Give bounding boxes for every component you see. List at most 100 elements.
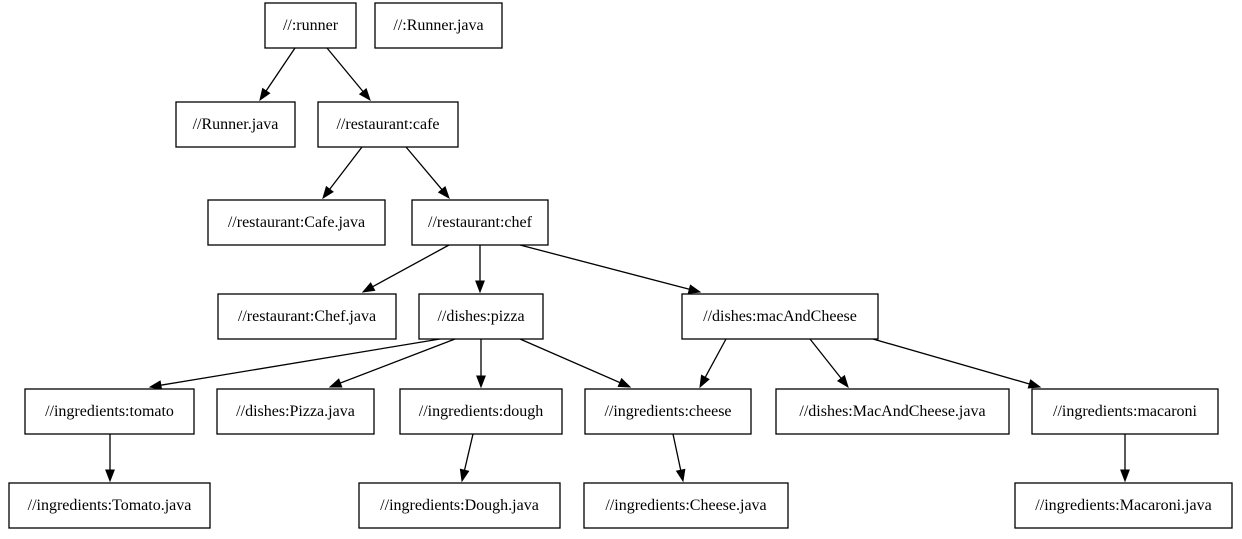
edge-arrowhead-icon xyxy=(328,378,343,388)
graph-edge xyxy=(519,244,702,294)
edge-arrowhead-icon xyxy=(617,377,632,388)
graph-edge xyxy=(672,433,686,483)
edge-arrowhead-icon xyxy=(1120,469,1130,483)
graph-node-dough_java[interactable]: //ingredients:Dough.java xyxy=(358,482,561,529)
node-box[interactable] xyxy=(217,293,397,340)
graph-edge xyxy=(326,47,371,102)
edge-line xyxy=(340,338,456,384)
graph-node-runner[interactable]: //:runner xyxy=(264,2,357,49)
graph-node-ing_dough[interactable]: //ingredients:dough xyxy=(399,388,563,435)
node-label: //ingredients:Cheese.java xyxy=(605,497,766,514)
graph-edge xyxy=(872,338,1042,389)
graph-edge xyxy=(699,338,727,389)
node-box[interactable] xyxy=(374,2,503,49)
graph-edge xyxy=(405,146,450,200)
graph-node-tomato_java[interactable]: //ingredients:Tomato.java xyxy=(8,482,211,529)
edge-arrowhead-icon xyxy=(1027,379,1042,389)
graph-edge xyxy=(105,434,115,483)
graph-node-mac_java[interactable]: //dishes:MacAndCheese.java xyxy=(775,388,1010,435)
node-box[interactable] xyxy=(418,293,544,340)
graph-node-root_runner_java[interactable]: //:Runner.java xyxy=(374,2,503,49)
node-label: //ingredients:macaroni xyxy=(1053,403,1198,420)
node-label: //ingredients:Dough.java xyxy=(380,497,539,514)
node-box[interactable] xyxy=(1031,388,1219,435)
graph-edge xyxy=(322,146,363,200)
edge-line xyxy=(326,47,364,92)
graph-edge xyxy=(476,339,486,389)
node-box[interactable] xyxy=(264,2,357,49)
node-label: //dishes:MacAndCheese.java xyxy=(799,403,985,420)
edge-arrowhead-icon xyxy=(358,87,371,102)
graph-node-cheese_java[interactable]: //ingredients:Cheese.java xyxy=(583,482,789,529)
node-box[interactable] xyxy=(775,388,1010,435)
nodes-layer: //:runner //:Runner.java //Runner.java //re… xyxy=(8,2,1233,529)
graph-edge xyxy=(361,244,450,293)
graph-node-macaroni_java[interactable]: //ingredients:Macaroni.java xyxy=(1014,482,1233,529)
graph-node-ing_tomato[interactable]: //ingredients:tomato xyxy=(24,388,195,435)
edge-arrowhead-icon xyxy=(687,284,702,294)
edge-arrowhead-icon xyxy=(148,380,163,390)
edge-arrowhead-icon xyxy=(459,468,470,483)
graph-node-dishes_mac[interactable]: //dishes:macAndCheese xyxy=(681,293,879,340)
node-box[interactable] xyxy=(1014,482,1233,529)
node-label: //restaurant:Cafe.java xyxy=(228,214,365,231)
edge-arrowhead-icon xyxy=(476,375,486,389)
graph-node-pizza_java[interactable]: //dishes:Pizza.java xyxy=(216,388,375,435)
edge-line xyxy=(160,338,441,386)
graph-edge xyxy=(519,338,632,388)
graph-node-chef_java[interactable]: //restaurant:Chef.java xyxy=(217,293,397,340)
graph-edge xyxy=(459,433,474,483)
node-label: //ingredients:tomato xyxy=(45,403,174,420)
graph-node-dishes_pizza[interactable]: //dishes:pizza xyxy=(418,293,544,340)
edge-line xyxy=(463,433,474,471)
graph-node-restaurant_cafe[interactable]: //restaurant:cafe xyxy=(317,101,459,148)
graph-edge xyxy=(1120,434,1130,483)
edge-line xyxy=(704,338,727,378)
node-label: //Runner.java xyxy=(193,116,279,133)
graph-node-runner_java[interactable]: //Runner.java xyxy=(175,101,296,148)
edge-arrowhead-icon xyxy=(475,280,485,294)
node-box[interactable] xyxy=(24,388,195,435)
node-box[interactable] xyxy=(584,388,752,435)
node-box[interactable] xyxy=(358,482,561,529)
node-label: //:runner xyxy=(283,17,339,34)
edge-arrowhead-icon xyxy=(437,186,450,200)
edge-line xyxy=(519,244,690,290)
node-label: //ingredients:cheese xyxy=(604,403,731,420)
graph-node-ing_cheese[interactable]: //ingredients:cheese xyxy=(584,388,752,435)
graph-node-restaurant_chef[interactable]: //restaurant:chef xyxy=(411,199,549,246)
graph-edge xyxy=(328,338,456,388)
edge-arrowhead-icon xyxy=(105,469,115,483)
node-box[interactable] xyxy=(175,101,296,148)
node-label: //restaurant:cafe xyxy=(336,116,439,133)
node-box[interactable] xyxy=(399,388,563,435)
graph-edge xyxy=(259,47,296,102)
edge-arrowhead-icon xyxy=(361,282,376,293)
edge-line xyxy=(265,47,296,92)
edge-line xyxy=(809,338,842,379)
node-box[interactable] xyxy=(207,199,386,246)
node-box[interactable] xyxy=(681,293,879,340)
edge-line xyxy=(405,146,443,191)
node-box[interactable] xyxy=(411,199,549,246)
node-box[interactable] xyxy=(216,388,375,435)
edge-line xyxy=(372,244,450,288)
edge-arrowhead-icon xyxy=(322,185,334,200)
edges-layer xyxy=(105,47,1130,483)
node-box[interactable] xyxy=(8,482,211,529)
graph-node-ing_macaroni[interactable]: //ingredients:macaroni xyxy=(1031,388,1219,435)
node-box[interactable] xyxy=(317,101,459,148)
node-label: //dishes:Pizza.java xyxy=(236,403,355,420)
node-label: //ingredients:Macaroni.java xyxy=(1035,497,1211,514)
edge-arrowhead-icon xyxy=(675,468,686,483)
node-label: //dishes:macAndCheese xyxy=(703,308,857,325)
edge-line xyxy=(519,338,621,384)
graph-edge xyxy=(148,338,441,390)
graph-edge xyxy=(809,338,849,389)
node-label: //dishes:pizza xyxy=(437,308,524,325)
graph-node-cafe_java[interactable]: //restaurant:Cafe.java xyxy=(207,199,386,246)
node-box[interactable] xyxy=(583,482,789,529)
node-label: //restaurant:Chef.java xyxy=(238,308,376,325)
edge-line xyxy=(672,433,682,471)
